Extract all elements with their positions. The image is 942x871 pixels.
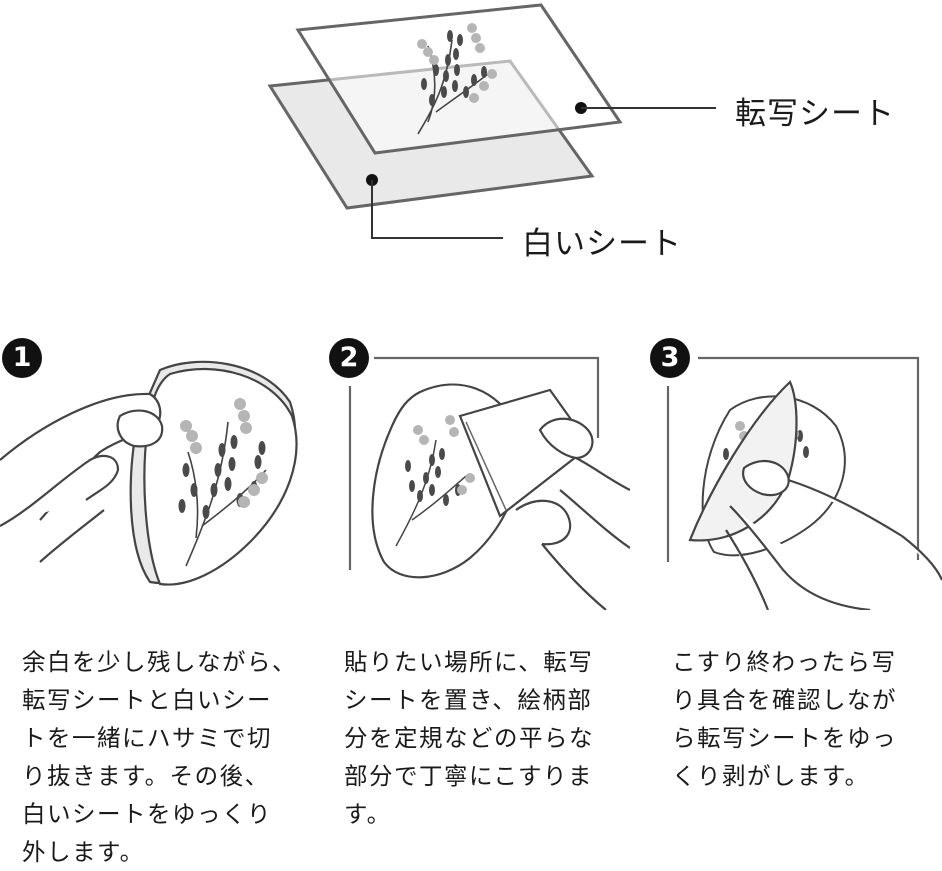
step1-number-badge: 1: [2, 338, 42, 378]
step3-line: こすり終わったら写: [672, 648, 897, 676]
step3-description: こすり終わったら写 り具合を確認しなが ら転写シートをゆっ くり剥がします。: [672, 643, 897, 795]
transfer-sheet: [295, 3, 623, 155]
white-sheet-label: 白いシート: [522, 226, 682, 262]
step2-number-badge: 2: [329, 338, 369, 378]
step1-line: 外します。: [22, 838, 145, 866]
step1-line: 転写シートと白いシー: [22, 686, 272, 714]
step2-description: 貼りたい場所に、転写 シートを置き、絵柄部 分を定規などの平らな 部分で丁寧にこ…: [344, 643, 594, 833]
step2-line: シートを置き、絵柄部: [344, 686, 593, 714]
step1-line: り抜きます。その後、: [22, 762, 270, 790]
step1-line: トを一緒にハサミで切: [22, 724, 272, 752]
step1-line: 白いシートをゆっくり: [22, 800, 272, 828]
step2-illustration: [348, 356, 630, 610]
step3-line: り具合を確認しなが: [672, 686, 897, 714]
step2-line: す。: [344, 800, 392, 828]
step3-illustration: [666, 356, 942, 610]
transfer-sheet-label: 転写シート: [735, 96, 895, 132]
step2-line: 分を定規などの平らな: [344, 724, 594, 752]
step3-line: ら転写シートをゆっ: [672, 724, 897, 752]
step1-description: 余白を少し残しながら、 転写シートと白いシー トを一緒にハサミで切 り抜きます。…: [22, 643, 297, 871]
step1-illustration: [0, 360, 298, 586]
step3-line: くり剥がします。: [672, 762, 870, 790]
step3-number-badge: 3: [650, 338, 690, 378]
step2-line: 貼りたい場所に、転写: [344, 648, 594, 676]
step1-line: 余白を少し残しながら、: [22, 648, 297, 676]
step2-line: 部分で丁寧にこすりま: [344, 762, 594, 790]
sheets-diagram: [267, 3, 716, 239]
